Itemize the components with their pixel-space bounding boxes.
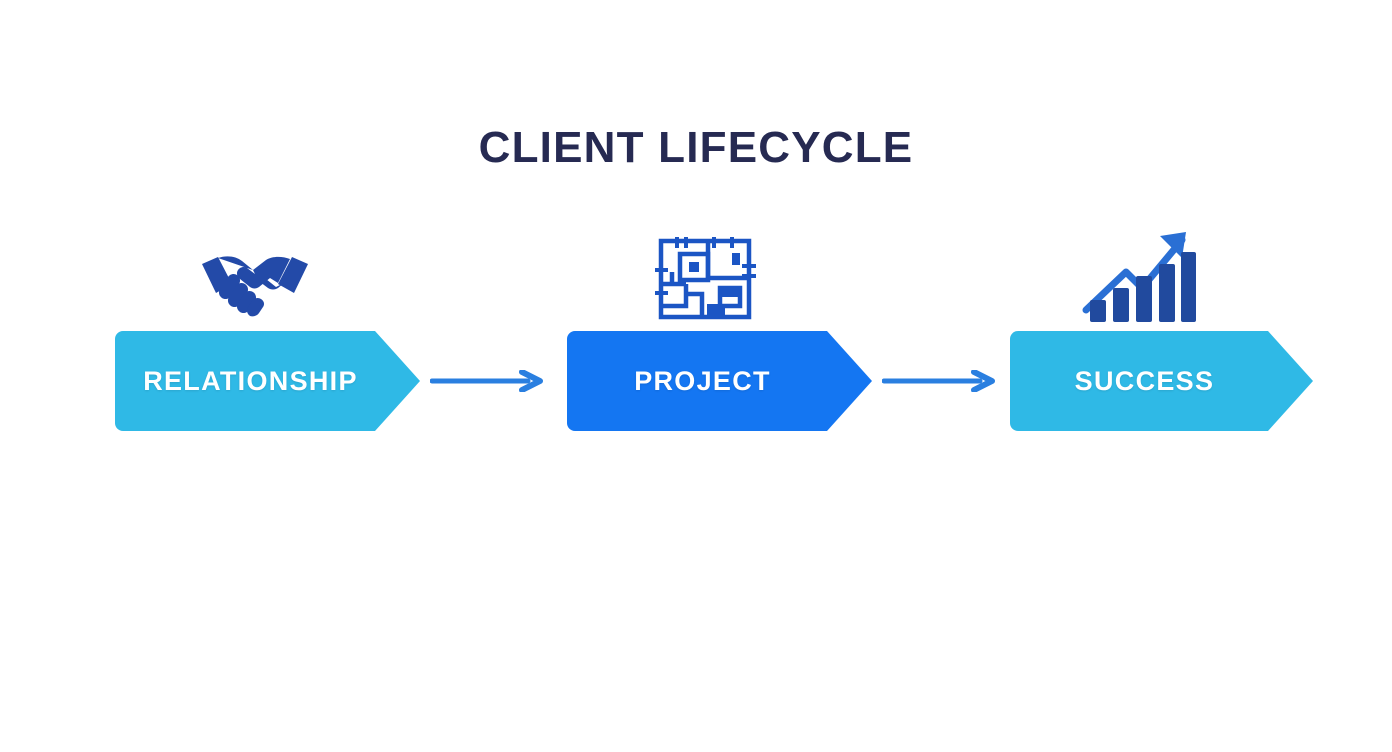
connector-arrow-1 <box>429 369 550 393</box>
handshake-icon <box>196 246 314 318</box>
blueprint-icon <box>650 228 760 326</box>
process-flow: RELATIONSHIP PROJECT SUCCESS <box>0 331 1392 431</box>
chevron-shape-relationship[interactable]: RELATIONSHIP <box>115 331 420 431</box>
stage-success[interactable]: SUCCESS <box>1010 331 1313 431</box>
chevron-shape-success[interactable]: SUCCESS <box>1010 331 1313 431</box>
page-title: CLIENT LIFECYCLE <box>478 123 914 172</box>
stage-label-relationship: RELATIONSHIP <box>143 365 358 396</box>
stage-project[interactable]: PROJECT <box>567 331 872 431</box>
growth-chart-icon <box>1082 224 1198 324</box>
stage-label-project: PROJECT <box>634 365 771 396</box>
stage-relationship[interactable]: RELATIONSHIP <box>115 331 420 431</box>
connector-arrow-2 <box>881 369 1002 393</box>
chevron-shape-project[interactable]: PROJECT <box>567 331 872 431</box>
stage-label-success: SUCCESS <box>1074 365 1215 396</box>
